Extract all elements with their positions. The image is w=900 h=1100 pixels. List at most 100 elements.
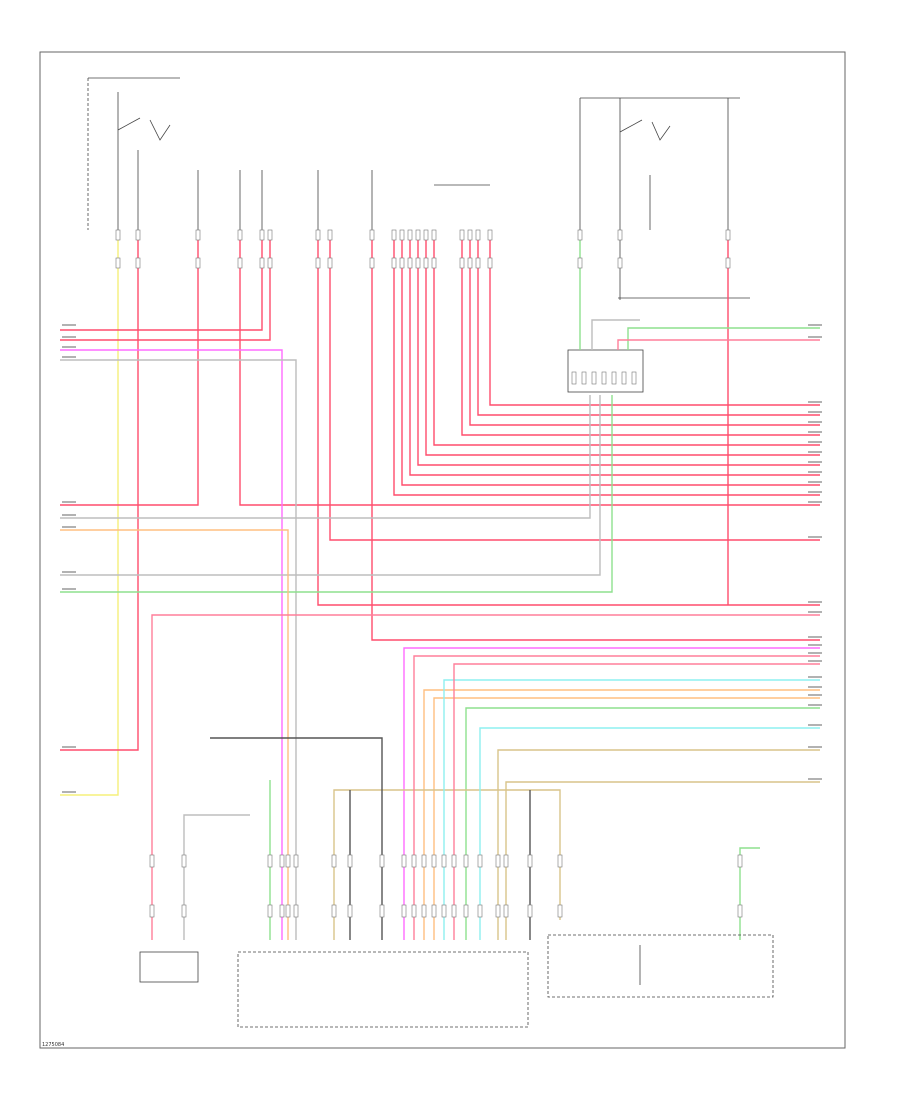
wire-layer (60, 240, 820, 940)
wire-green-2 (627, 327, 820, 350)
wire-magenta-1 (60, 349, 283, 940)
wire-gray-3 (60, 395, 591, 519)
figure-id: 1275084 (42, 1042, 64, 1048)
connector-pin-bottom-6-0 (331, 854, 337, 868)
connector-pin-top-11-0 (407, 229, 413, 241)
wire-red-12 (417, 240, 820, 466)
connector-pin-top-19-0 (577, 229, 583, 241)
connector-pin-top-19-1 (577, 257, 583, 269)
wire-red-14 (433, 240, 820, 446)
connector-pin-bottom-9-1 (401, 904, 407, 918)
connector-pin-top-20-1 (617, 257, 623, 269)
connector-pin-bottom-4-0 (285, 854, 291, 868)
connector-pin-top-6-1 (315, 257, 321, 269)
wire-red-18 (489, 240, 820, 406)
switch-actuator (149, 119, 171, 141)
wire-gray-1 (60, 359, 297, 940)
connector-pin-top-10-0 (399, 229, 405, 241)
connector-pin-bottom-7-1 (347, 904, 353, 918)
wire-tan-1 (497, 749, 820, 940)
wire-black-1 (210, 737, 383, 940)
connector-pin-top-9-0 (391, 229, 397, 241)
connector-pin-top-7-1 (327, 257, 333, 269)
junction-pin-4 (611, 371, 617, 385)
connector-pin-top-3-0 (237, 229, 243, 241)
connector-pin-bottom-3-1 (279, 904, 285, 918)
wire-pink-1 (151, 614, 820, 940)
connector-pin-bottom-20-0 (557, 854, 563, 868)
connector-pin-top-8-0 (369, 229, 375, 241)
connector-pin-bottom-12-1 (431, 904, 437, 918)
connector-pin-bottom-0-1 (149, 904, 155, 918)
connector-pin-top-1-0 (135, 229, 141, 241)
connector-pin-top-21-1 (725, 257, 731, 269)
connector-pin-bottom-17-0 (495, 854, 501, 868)
connector-pin-bottom-21-1 (737, 904, 743, 918)
connector-pin-top-1-1 (135, 257, 141, 269)
connector-pin-top-17-1 (475, 257, 481, 269)
connector-pin-bottom-1-0 (181, 854, 187, 868)
connector-pin-bottom-21-0 (737, 854, 743, 868)
switch-contact (117, 117, 141, 131)
wire-gray-5 (183, 814, 250, 940)
connector-pin-bottom-16-0 (477, 854, 483, 868)
connector-pin-top-8-1 (369, 257, 375, 269)
connector-pin-bottom-6-1 (331, 904, 337, 918)
connector-pin-top-14-1 (431, 257, 437, 269)
left-bottom-box (139, 951, 199, 983)
connector-pin-top-18-1 (487, 257, 493, 269)
wire-green-4 (465, 707, 820, 940)
relay-contact (619, 119, 643, 133)
wire-red-7 (329, 240, 820, 541)
wire-red-6 (317, 240, 820, 606)
connector-pin-top-5-1 (267, 257, 273, 269)
connector-pin-bottom-19-0 (527, 854, 533, 868)
wire-cyan-2 (443, 679, 820, 940)
connector-pin-bottom-5-1 (293, 904, 299, 918)
wire-red-16 (469, 240, 820, 426)
junction-pin-0 (571, 371, 577, 385)
junction-pin-5 (621, 371, 627, 385)
wire-red-17 (477, 240, 820, 416)
wire-magenta-2 (403, 647, 820, 940)
connector-pin-top-13-0 (423, 229, 429, 241)
wire-red-8 (371, 240, 820, 641)
connector-pin-top-11-1 (407, 257, 413, 269)
wire-red-15 (461, 240, 820, 436)
label-marks (62, 324, 822, 793)
connector-pin-top-0-1 (115, 257, 121, 269)
wire-red-3 (239, 240, 820, 506)
connector-pin-bottom-12-0 (431, 854, 437, 868)
junction-pin-6 (631, 371, 637, 385)
junction-pin-3 (601, 371, 607, 385)
connector-pin-bottom-11-1 (421, 904, 427, 918)
main-module-box (237, 951, 529, 1028)
connector-pin-top-0-0 (115, 229, 121, 241)
connector-pin-bottom-3-0 (279, 854, 285, 868)
connector-pin-top-12-1 (415, 257, 421, 269)
connector-pin-bottom-2-1 (267, 904, 273, 918)
connector-pin-top-17-0 (475, 229, 481, 241)
connector-pin-top-20-0 (617, 229, 623, 241)
wire-red-10 (401, 240, 820, 486)
connector-pin-bottom-13-1 (441, 904, 447, 918)
connector-pin-top-16-1 (467, 257, 473, 269)
wire-red-2 (60, 240, 199, 506)
wire-red-13 (425, 240, 820, 456)
wire-cyan-1 (479, 727, 820, 940)
diagram-frame (39, 51, 846, 1049)
connector-layer (115, 229, 743, 918)
wire-yellow (60, 240, 119, 796)
connector-pin-top-15-0 (459, 229, 465, 241)
wire-pink-4 (617, 339, 820, 350)
connector-pin-top-4-1 (259, 257, 265, 269)
connector-pin-top-3-1 (237, 257, 243, 269)
connector-pin-top-13-1 (423, 257, 429, 269)
connector-pin-top-2-1 (195, 257, 201, 269)
wire-tan-2 (505, 781, 820, 940)
connector-pin-bottom-16-1 (477, 904, 483, 918)
wire-green-3 (60, 395, 613, 593)
connector-pin-top-14-0 (431, 229, 437, 241)
wire-pink-3 (453, 663, 820, 940)
top-left-switch-group (87, 77, 490, 230)
